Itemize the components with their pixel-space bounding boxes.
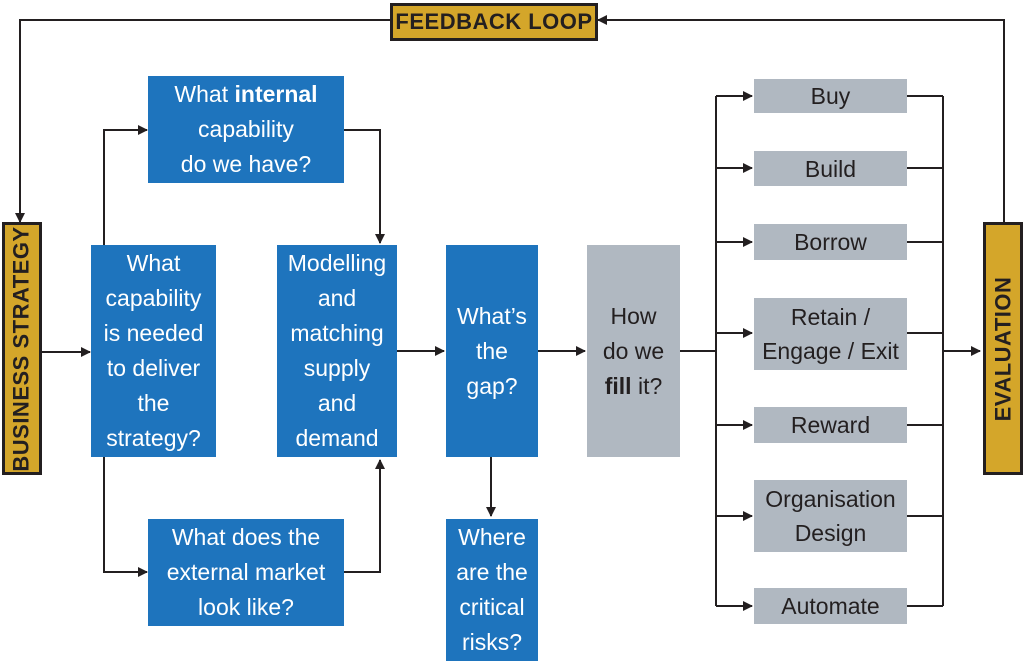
option-borrow: Borrow (754, 224, 907, 260)
arrow-to-external (103, 457, 148, 577)
evaluation-label: EVALUATION (983, 222, 1023, 475)
option-automate: Automate (754, 588, 907, 624)
capability-needed-box: What capability is needed to deliver the… (91, 245, 216, 457)
option-retain-engage-exit: Retain / Engage / Exit (754, 298, 907, 370)
arrow-internal-to-modelling (344, 129, 385, 244)
arrow-external-to-modelling (344, 459, 385, 573)
feedback-arrow-in (597, 15, 1005, 222)
external-market-box: What does the external market look like? (148, 519, 344, 626)
gap-box: What’s the gap? (446, 245, 538, 457)
feedback-arrow-out (15, 19, 390, 223)
fill-box: How do we fill it? (587, 245, 680, 457)
feedback-loop-label: FEEDBACK LOOP (390, 3, 598, 41)
critical-risks-box: Where are the critical risks? (446, 519, 538, 661)
modelling-box: Modelling and matching supply and demand (277, 245, 397, 457)
option-organisation-design: Organisation Design (754, 480, 907, 552)
option-reward: Reward (754, 407, 907, 443)
internal-capability-box: What internal capability do we have? (148, 76, 344, 183)
business-strategy-label: BUSINESS STRATEGY (2, 222, 42, 475)
option-buy: Buy (754, 79, 907, 113)
option-build: Build (754, 151, 907, 186)
arrow-to-internal (103, 125, 148, 245)
